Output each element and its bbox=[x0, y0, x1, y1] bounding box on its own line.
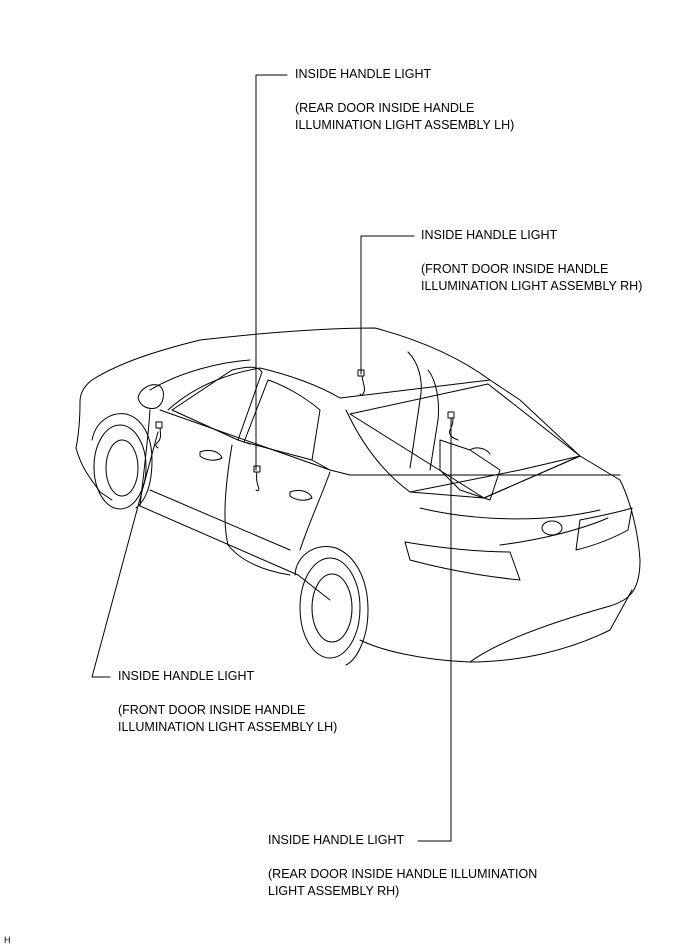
front-lh-handle-light bbox=[155, 425, 161, 449]
leader-rear-rh bbox=[417, 417, 452, 842]
leader-lines bbox=[91, 74, 452, 842]
callout-title: INSIDE HANDLE LIGHT bbox=[421, 228, 558, 242]
callout-rear-rh: INSIDE HANDLE LIGHT (REAR DOOR INSIDE HA… bbox=[268, 832, 537, 900]
callout-detail: (REAR DOOR INSIDE HANDLE ILLUMINATION LI… bbox=[295, 101, 515, 132]
rear-door-handle bbox=[289, 489, 313, 501]
callout-rear-lh: INSIDE HANDLE LIGHT (REAR DOOR INSIDE HA… bbox=[295, 66, 514, 134]
callout-title: INSIDE HANDLE LIGHT bbox=[268, 833, 405, 847]
car-outline bbox=[75, 327, 641, 666]
callout-detail: (FRONT DOOR INSIDE HANDLE ILLUMINATION L… bbox=[421, 262, 643, 293]
leader-front-lh bbox=[91, 431, 159, 678]
leader-rear-lh bbox=[255, 74, 288, 471]
rear-lh-handle-light bbox=[255, 467, 260, 492]
handle-light-parts bbox=[155, 369, 459, 492]
rear-wheel bbox=[299, 557, 361, 659]
left-tail-light bbox=[404, 541, 521, 581]
callout-detail: (REAR DOOR INSIDE HANDLE ILLUMINATION LI… bbox=[268, 867, 538, 898]
callout-title: INSIDE HANDLE LIGHT bbox=[295, 67, 432, 81]
side-mirror bbox=[137, 384, 164, 409]
callout-front-rh: INSIDE HANDLE LIGHT (FRONT DOOR INSIDE H… bbox=[421, 227, 642, 295]
front-rh-handle-light bbox=[359, 373, 366, 396]
callout-front-lh: INSIDE HANDLE LIGHT (FRONT DOOR INSIDE H… bbox=[118, 668, 337, 736]
leader-front-rh bbox=[360, 235, 415, 375]
front-wheel bbox=[93, 424, 147, 510]
callout-title: INSIDE HANDLE LIGHT bbox=[118, 669, 255, 683]
rear-rh-handle-light bbox=[449, 415, 459, 441]
front-door-handle bbox=[199, 449, 223, 461]
rear-emblem bbox=[541, 520, 563, 536]
callout-detail: (FRONT DOOR INSIDE HANDLE ILLUMINATION L… bbox=[118, 703, 338, 734]
figure-code: H bbox=[4, 935, 11, 945]
right-tail-light bbox=[575, 507, 633, 551]
